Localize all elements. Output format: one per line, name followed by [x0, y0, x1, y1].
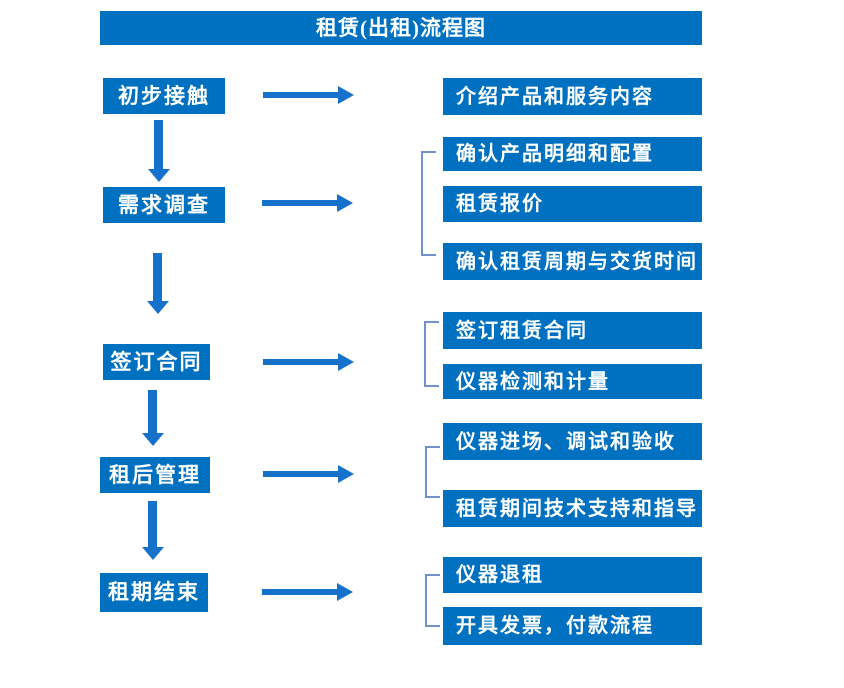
group-bracket — [425, 574, 440, 627]
arrow-shaft — [262, 589, 338, 595]
right-arrow-icon — [263, 465, 354, 483]
detail-box-instrument-arrival-commissioning-acceptance: 仪器进场、调试和验收 — [443, 423, 702, 460]
arrow-shaft — [153, 253, 162, 302]
detail-box-sign-rental-contract: 签订租赁合同 — [443, 312, 702, 349]
group-bracket — [424, 321, 439, 387]
arrow-shaft — [262, 200, 338, 206]
step-box-sign-contract: 签订合同 — [103, 344, 210, 380]
detail-box-instrument-testing-measurement: 仪器检测和计量 — [443, 364, 702, 399]
arrow-head — [338, 353, 354, 371]
detail-box-invoice-payment-process: 开具发票，付款流程 — [443, 607, 702, 645]
step-box-initial-contact: 初步接触 — [103, 78, 225, 114]
down-arrow-icon — [148, 120, 170, 182]
arrow-head — [148, 169, 170, 182]
down-arrow-icon — [142, 390, 164, 446]
arrow-head — [337, 583, 353, 601]
arrow-shaft — [148, 390, 157, 434]
step-box-demand-survey: 需求调查 — [103, 187, 225, 223]
step-box-post-rental-management: 租后管理 — [100, 457, 210, 493]
right-arrow-icon — [263, 86, 354, 104]
down-arrow-icon — [142, 501, 164, 560]
arrow-head — [147, 301, 169, 314]
arrow-head — [338, 465, 354, 483]
arrow-shaft — [148, 501, 157, 548]
arrow-head — [142, 547, 164, 560]
detail-box-technical-support-guidance: 租赁期间技术支持和指导 — [443, 490, 702, 527]
arrow-shaft — [263, 92, 339, 98]
right-arrow-icon — [263, 353, 354, 371]
arrow-head — [142, 433, 164, 446]
right-arrow-icon — [262, 583, 353, 601]
arrow-shaft — [154, 120, 163, 170]
step-box-rental-end: 租期结束 — [100, 573, 208, 612]
arrow-head — [338, 86, 354, 104]
detail-box-instrument-return: 仪器退租 — [443, 557, 702, 593]
detail-box-introduce-products-services: 介绍产品和服务内容 — [443, 78, 702, 115]
group-bracket — [421, 151, 436, 256]
right-arrow-icon — [262, 194, 353, 212]
arrow-shaft — [263, 471, 339, 477]
group-bracket — [425, 446, 440, 498]
flowchart-title: 租赁(出租)流程图 — [100, 11, 702, 45]
arrow-shaft — [263, 359, 339, 365]
detail-box-rental-quotation: 租赁报价 — [443, 186, 702, 222]
detail-box-confirm-rental-period-delivery: 确认租赁周期与交货时间 — [443, 243, 702, 280]
arrow-head — [337, 194, 353, 212]
down-arrow-icon — [147, 253, 169, 314]
detail-box-confirm-product-details-config: 确认产品明细和配置 — [443, 137, 702, 171]
